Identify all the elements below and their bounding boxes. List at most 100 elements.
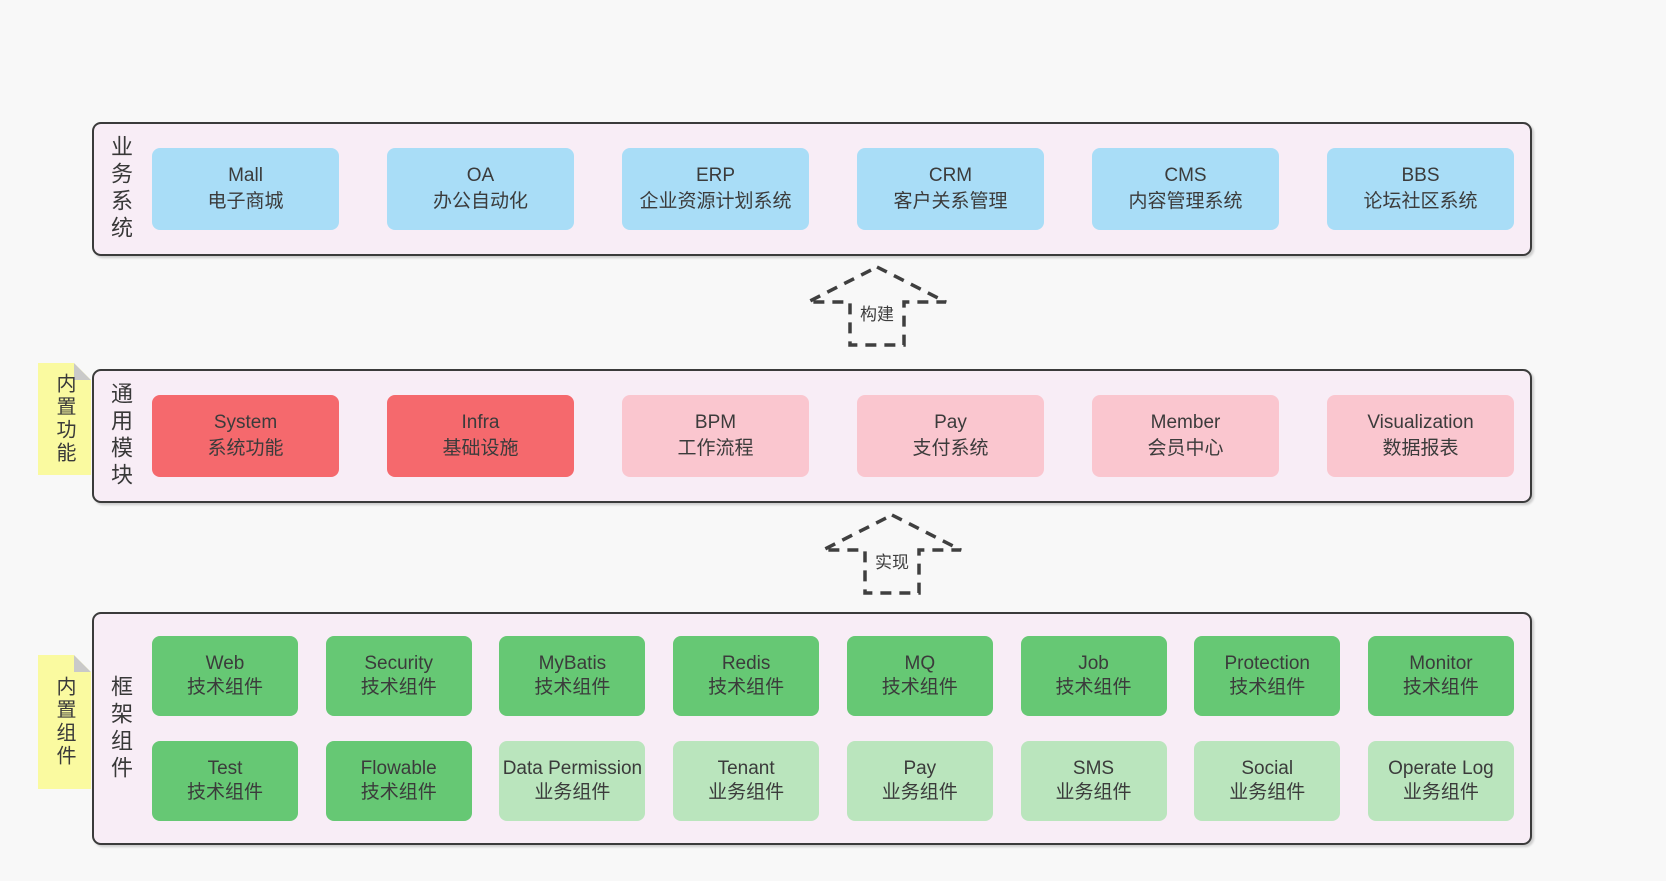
box-title: Redis [721, 653, 771, 674]
box-subtitle: 支付系统 [912, 438, 989, 459]
sticky-note-builtin-components: 内置组件 [38, 655, 91, 789]
box-subtitle: 论坛社区系统 [1363, 191, 1478, 212]
box-title: System [213, 412, 278, 433]
box-subtitle: 业务组件 [534, 782, 611, 803]
box-subtitle: 技术组件 [186, 677, 263, 698]
box-title: CRM [928, 165, 973, 186]
box-bpm: BPM 工作流程 [622, 395, 809, 477]
box-title: Test [207, 758, 243, 779]
box-subtitle: 技术组件 [534, 677, 611, 698]
dashed-up-arrow-icon [807, 265, 947, 347]
arrow-build: 构建 [805, 264, 949, 348]
box-subtitle: 技术组件 [1402, 677, 1479, 698]
arrow-implement: 实现 [820, 512, 964, 596]
box-title: MyBatis [538, 653, 607, 674]
box-subtitle: 企业资源计划系统 [639, 191, 792, 212]
box-subtitle: 业务组件 [708, 782, 785, 803]
box-visualization: Visualization 数据报表 [1327, 395, 1514, 477]
box-subtitle: 业务组件 [1055, 782, 1132, 803]
box-subtitle: 数据报表 [1382, 438, 1459, 459]
box-title: Security [364, 653, 434, 674]
box-title: MQ [904, 653, 936, 674]
box-subtitle: 业务组件 [1402, 782, 1479, 803]
box-title: Pay [903, 758, 937, 779]
box-title: CMS [1164, 165, 1207, 186]
box-title: Pay [934, 412, 967, 433]
box-title: Member [1150, 412, 1221, 433]
box-title: Social [1241, 758, 1294, 779]
box-mybatis: MyBatis 技术组件 [499, 636, 646, 716]
box-redis: Redis 技术组件 [673, 636, 820, 716]
box-pay: Pay 业务组件 [846, 741, 993, 821]
box-cms: CMS 内容管理系统 [1092, 148, 1279, 230]
box-social: Social 业务组件 [1194, 741, 1341, 821]
box-row: System 系统功能 Infra 基础设施 BPM 工作流程 Pay 支付系统 Member 会… [152, 371, 1514, 501]
box-tenant: Tenant 业务组件 [673, 741, 820, 821]
dashed-up-arrow-icon [822, 513, 962, 595]
box-title: Data Permission [502, 758, 643, 779]
box-data-permission: Data Permission 业务组件 [499, 741, 646, 821]
box-mall: Mall 电子商城 [152, 148, 339, 230]
box-pay: Pay 支付系统 [857, 395, 1044, 477]
box-title: BPM [694, 412, 737, 433]
box-subtitle: 内容管理系统 [1128, 191, 1243, 212]
box-flowable: Flowable 技术组件 [325, 741, 472, 821]
box-subtitle: 工作流程 [677, 438, 754, 459]
box-title: OA [466, 165, 495, 186]
box-subtitle: 会员中心 [1147, 438, 1224, 459]
box-title: Tenant [717, 758, 775, 779]
box-subtitle: 技术组件 [360, 677, 437, 698]
box-title: Flowable [360, 758, 437, 779]
box-sms: SMS 业务组件 [1020, 741, 1167, 821]
box-subtitle: 技术组件 [1055, 677, 1132, 698]
arrow-label: 构建 [857, 300, 897, 325]
box-title: ERP [695, 165, 736, 186]
box-subtitle: 系统功能 [207, 438, 284, 459]
box-title: SMS [1072, 758, 1115, 779]
box-subtitle: 客户关系管理 [893, 191, 1008, 212]
sticky-note-label: 内置功能 [53, 373, 75, 465]
band-title-vertical: 通用模块 [108, 382, 133, 490]
box-title: BBS [1401, 165, 1440, 186]
box-security: Security 技术组件 [325, 636, 472, 716]
box-subtitle: 技术组件 [881, 677, 958, 698]
box-web: Web 技术组件 [152, 636, 298, 716]
sticky-note-builtin-features: 内置功能 [38, 363, 91, 475]
band-common-modules: 通用模块 System 系统功能 Infra 基础设施 BPM 工作流程 Pay 支付系统 Me… [92, 369, 1532, 503]
box-subtitle: 技术组件 [708, 677, 785, 698]
sticky-note-label: 内置组件 [53, 676, 75, 768]
box-mq: MQ 技术组件 [846, 636, 993, 716]
box-subtitle: 业务组件 [881, 782, 958, 803]
box-title: Job [1078, 653, 1109, 674]
arrow-label: 实现 [872, 548, 912, 573]
box-bbs: BBS 论坛社区系统 [1327, 148, 1514, 230]
box-title: Web [205, 653, 245, 674]
box-crm: CRM 客户关系管理 [857, 148, 1044, 230]
box-job: Job 技术组件 [1020, 636, 1167, 716]
box-monitor: Monitor 技术组件 [1367, 636, 1514, 716]
box-subtitle: 技术组件 [360, 782, 437, 803]
box-title: Protection [1224, 653, 1310, 674]
box-infra: Infra 基础设施 [387, 395, 574, 477]
band-title-vertical: 业务系统 [108, 135, 133, 243]
box-erp: ERP 企业资源计划系统 [622, 148, 809, 230]
box-subtitle: 电子商城 [207, 191, 284, 212]
box-title: Mall [228, 165, 263, 186]
box-subtitle: 基础设施 [442, 438, 519, 459]
box-system: System 系统功能 [152, 395, 339, 477]
box-title: Visualization [1367, 412, 1474, 433]
box-subtitle: 业务组件 [1229, 782, 1306, 803]
box-title: Infra [461, 412, 500, 433]
box-title: Monitor [1409, 653, 1473, 674]
